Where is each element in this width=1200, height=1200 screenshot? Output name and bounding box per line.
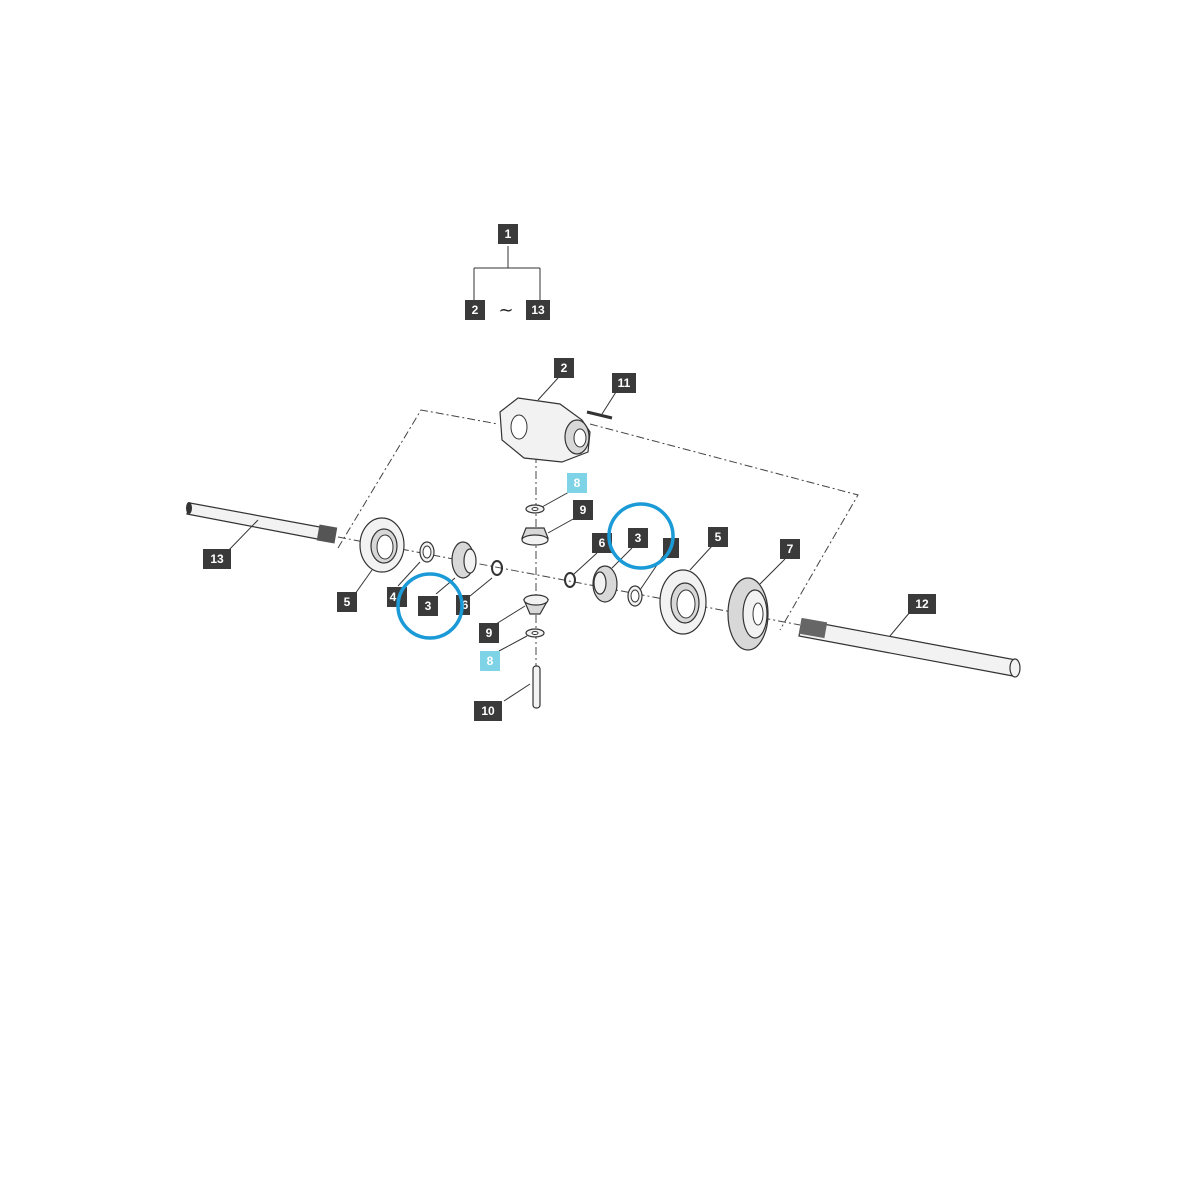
left-thrust-washer <box>419 541 435 563</box>
svg-text:10: 10 <box>481 704 495 718</box>
callout-range-end-13[interactable]: 13 <box>526 300 550 320</box>
callout-assembly-1[interactable]: 1 <box>498 224 518 244</box>
svg-text:8: 8 <box>487 654 494 668</box>
upper-pinion-washer <box>525 504 545 514</box>
shaft-axis <box>337 536 801 626</box>
svg-text:9: 9 <box>486 626 493 640</box>
callout-3-left[interactable]: 3 <box>418 596 438 616</box>
upper-pinion-gear <box>521 527 549 546</box>
right-bearing <box>659 569 707 635</box>
callout-9-lower[interactable]: 9 <box>479 623 499 643</box>
lower-pinion-gear <box>523 594 550 615</box>
right-snap-ring <box>564 572 576 588</box>
callout-11[interactable]: 11 <box>612 373 636 393</box>
assembly-outline-right <box>589 423 859 631</box>
left-side-gear <box>451 541 477 579</box>
assembly-outline <box>337 409 499 549</box>
svg-text:6: 6 <box>462 598 469 612</box>
right-side-gear <box>592 565 618 603</box>
right-thrust-washer <box>627 585 643 607</box>
callout-10[interactable]: 10 <box>474 701 502 721</box>
callout-2[interactable]: 2 <box>554 358 574 378</box>
svg-text:8: 8 <box>574 476 581 490</box>
svg-text:2: 2 <box>472 303 479 317</box>
callout-range-start-2[interactable]: 2 <box>465 300 485 320</box>
range-tilde: ~ <box>498 300 513 321</box>
callout-8-upper[interactable]: 8 <box>567 473 587 493</box>
left-bearing <box>359 517 405 573</box>
differential-case <box>499 397 591 463</box>
svg-text:12: 12 <box>915 597 929 611</box>
highlight-ring-right-side-gear <box>607 502 675 570</box>
callout-5-left[interactable]: 5 <box>337 592 357 612</box>
svg-text:7: 7 <box>787 542 794 556</box>
svg-text:13: 13 <box>531 303 545 317</box>
svg-text:5: 5 <box>344 595 351 609</box>
highlight-ring-left-side-gear <box>396 572 464 640</box>
pinion-shaft <box>532 665 541 709</box>
callout-9-upper[interactable]: 9 <box>573 500 593 520</box>
assembly-tree: 1 2 ~ 13 <box>465 224 550 321</box>
lock-pin <box>586 410 613 420</box>
svg-text:4: 4 <box>390 590 397 604</box>
callout-7[interactable]: 7 <box>780 539 800 559</box>
svg-text:3: 3 <box>635 531 642 545</box>
svg-text:13: 13 <box>210 552 224 566</box>
callout-3-right[interactable]: 3 <box>628 528 648 548</box>
svg-text:3: 3 <box>425 599 432 613</box>
right-axle-shaft <box>798 617 1021 678</box>
callout-5-right[interactable]: 5 <box>708 527 728 547</box>
left-snap-ring <box>491 560 503 576</box>
svg-text:6: 6 <box>599 536 606 550</box>
leader-lines <box>225 377 911 702</box>
callout-13[interactable]: 13 <box>203 549 231 569</box>
svg-text:11: 11 <box>618 376 631 390</box>
left-axle-shaft <box>186 502 338 544</box>
svg-text:5: 5 <box>715 530 722 544</box>
svg-text:2: 2 <box>561 361 568 375</box>
svg-text:1: 1 <box>505 227 512 241</box>
callout-6-right[interactable]: 6 <box>592 533 612 553</box>
callout-8-lower[interactable]: 8 <box>480 651 500 671</box>
ring-gear <box>727 577 769 651</box>
svg-text:9: 9 <box>580 503 587 517</box>
lower-pinion-washer <box>525 628 545 638</box>
callout-12[interactable]: 12 <box>908 594 936 614</box>
